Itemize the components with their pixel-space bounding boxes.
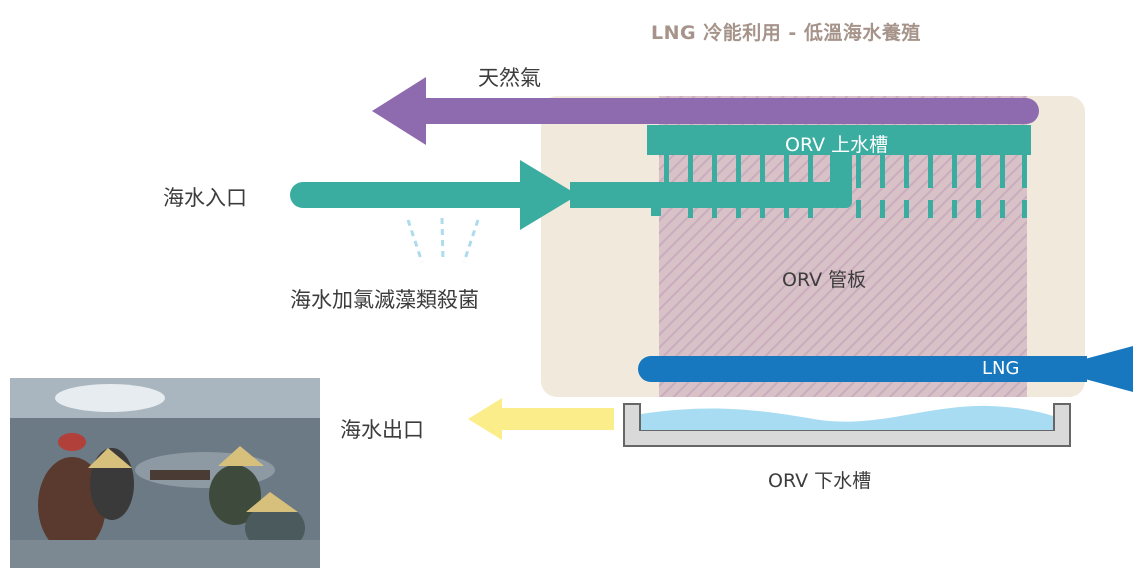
seawater-inlet-label: 海水入口 bbox=[163, 186, 247, 210]
diagram-title: LNG 冷能利用 - 低溫海水養殖 bbox=[651, 22, 921, 44]
lower-drip-teeth bbox=[688, 200, 1027, 218]
upper-drip-teeth bbox=[664, 155, 1027, 188]
orv-panel-label: ORV 管板 bbox=[782, 269, 867, 291]
orv-upper-trough-label: ORV 上水槽 bbox=[785, 134, 889, 156]
lng-label: LNG bbox=[982, 358, 1020, 379]
lng-arrow bbox=[638, 346, 1133, 392]
seawater-outlet-label: 海水出口 bbox=[340, 418, 424, 442]
chlorination-label: 海水加氯滅藻類殺菌 bbox=[290, 288, 479, 312]
seawater-outlet-arrow bbox=[468, 398, 614, 440]
natural-gas-arrow bbox=[372, 77, 1039, 145]
seawater-inlet-arrow bbox=[290, 140, 852, 230]
aquaculture-photo bbox=[10, 378, 320, 568]
natural-gas-label: 天然氣 bbox=[478, 66, 541, 90]
orv-lower-trough bbox=[623, 403, 1071, 447]
chlorination-spray-icon bbox=[406, 217, 480, 263]
orv-lower-trough-label: ORV 下水槽 bbox=[768, 470, 872, 492]
